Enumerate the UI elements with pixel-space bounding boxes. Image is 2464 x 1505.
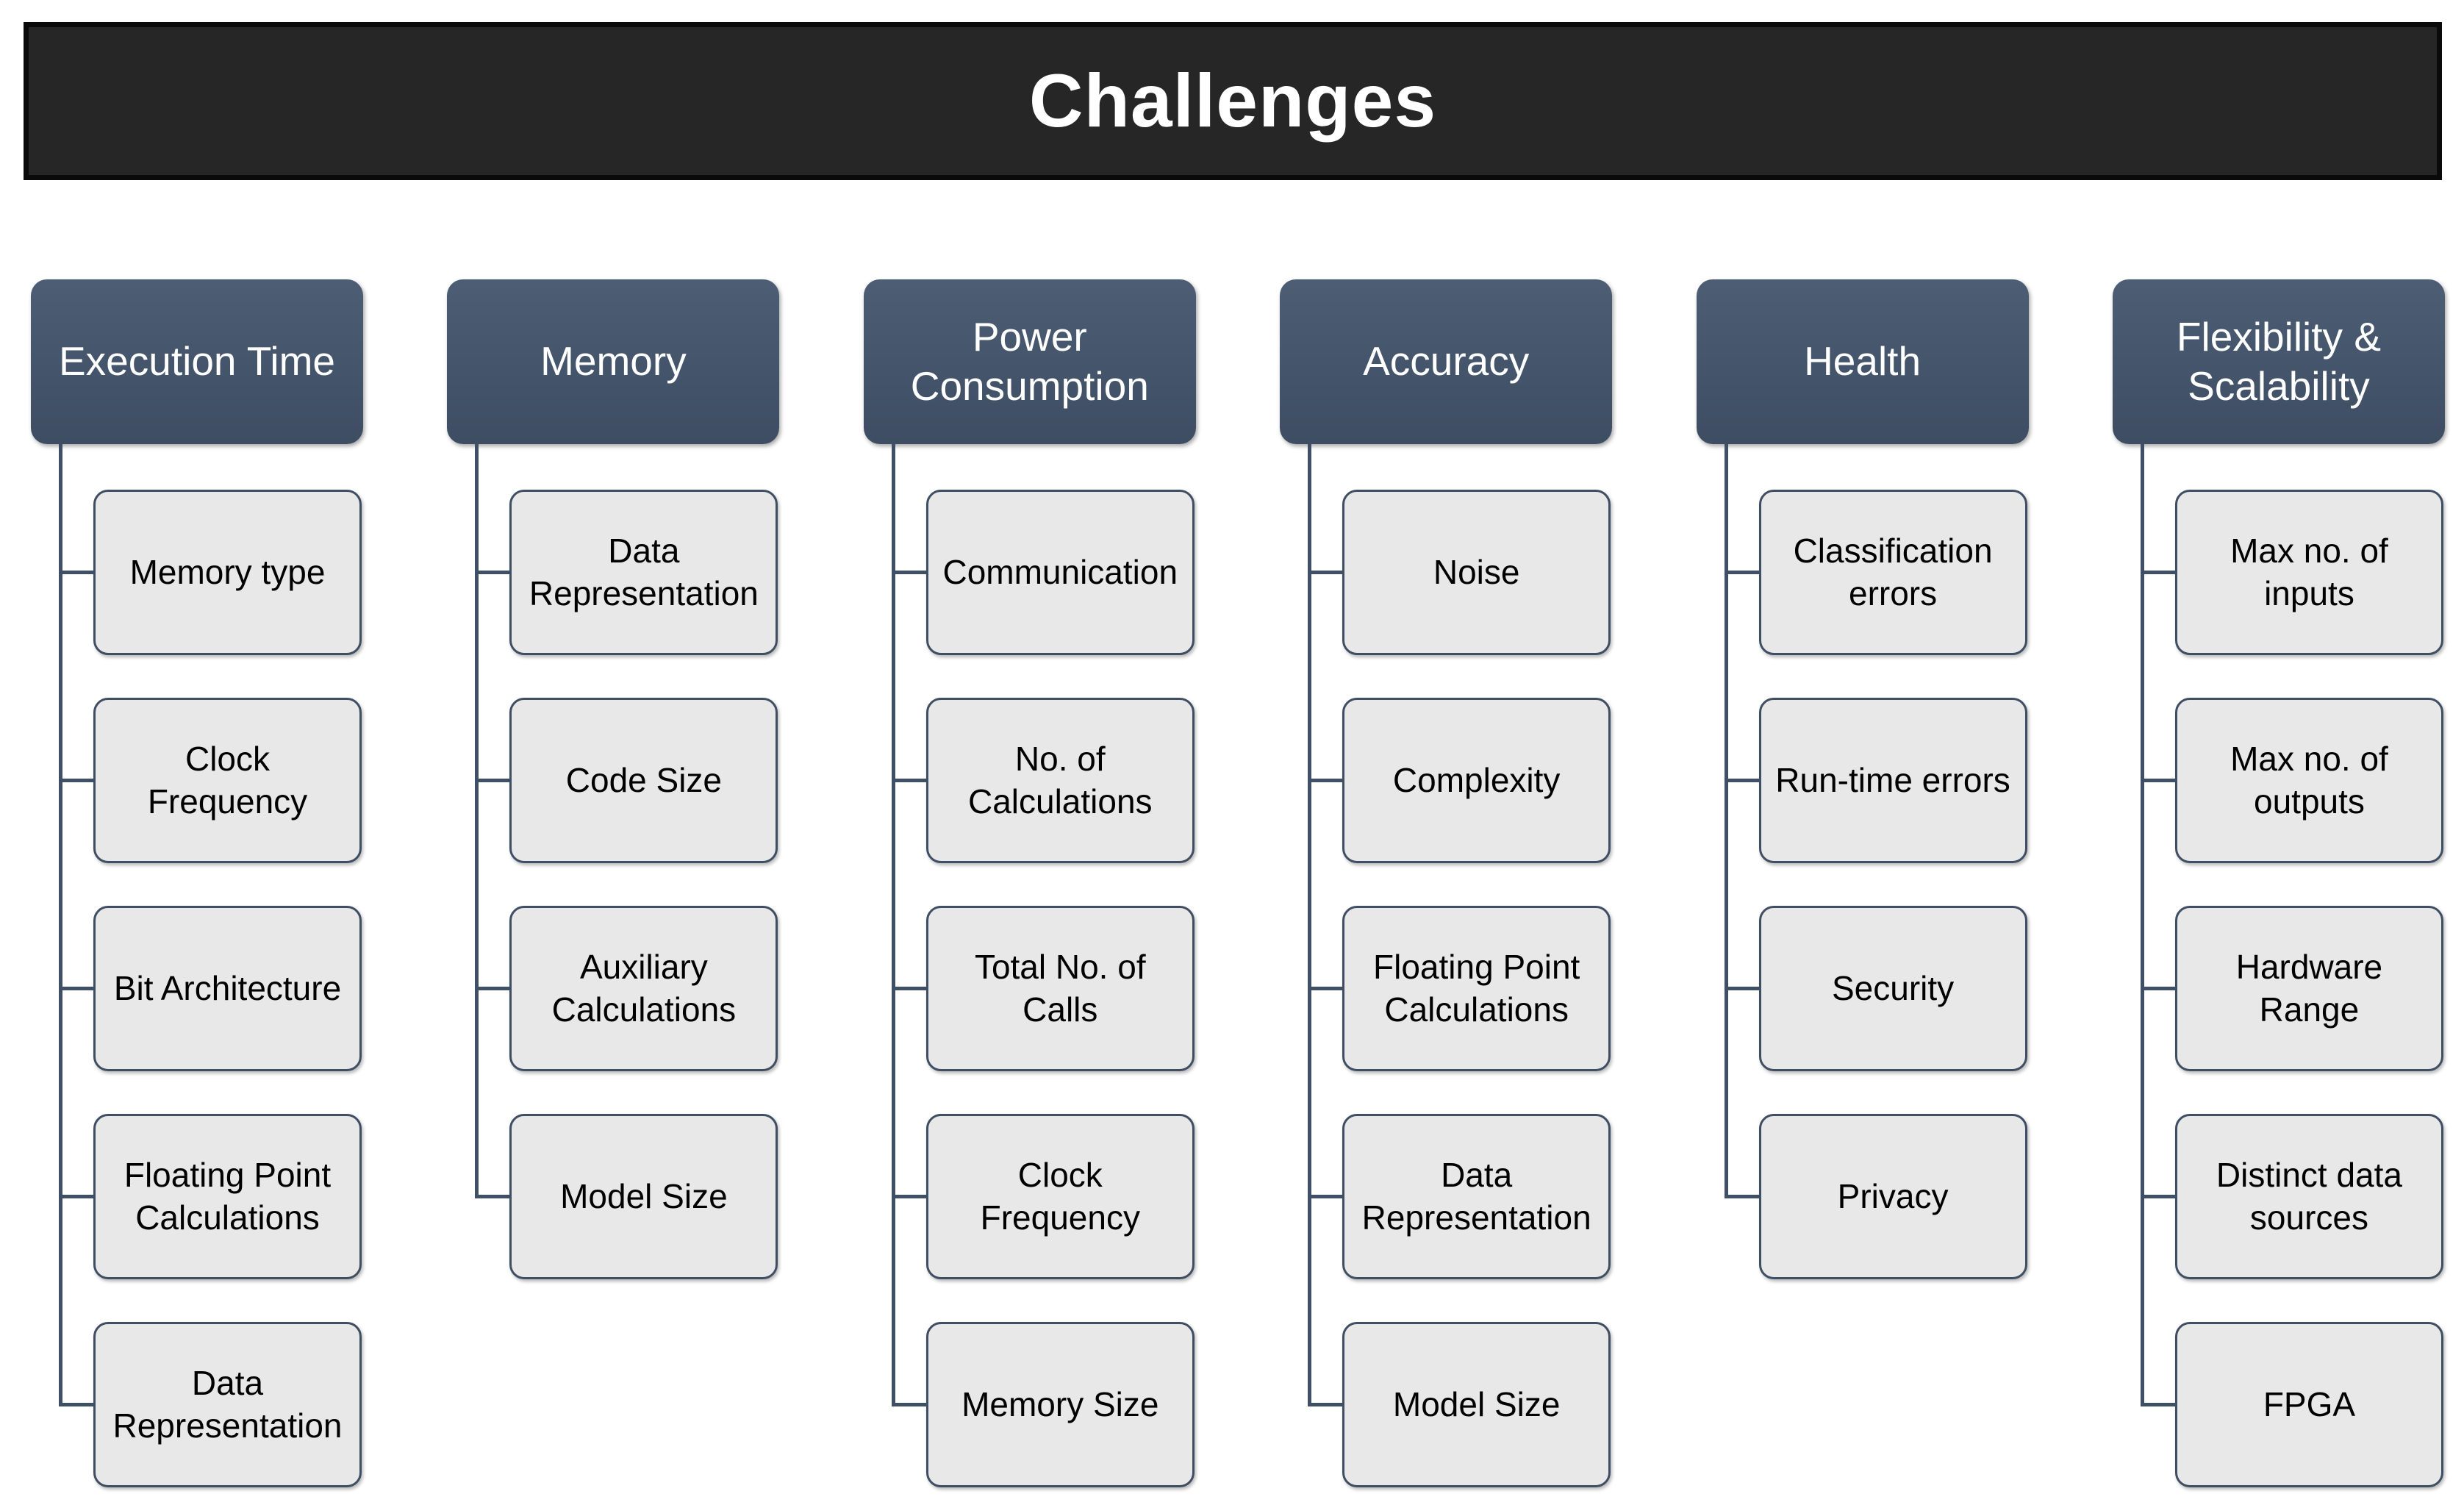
child-node: Memory type <box>59 490 362 655</box>
child-node-label: Data Representation <box>112 1364 343 1445</box>
column-header: Flexibility & Scalability <box>2112 279 2445 444</box>
column-children: Max no. of inputs Max no. of outputs Har… <box>2113 490 2445 1487</box>
column-header: Execution Time <box>31 279 363 444</box>
connector-trunk <box>2140 444 2144 1404</box>
child-node: Auxiliary Calculations <box>475 906 778 1071</box>
child-node-label: Classification errors <box>1793 532 1993 612</box>
child-node-label: Model Size <box>560 1176 728 1215</box>
child-node: Security <box>1724 906 2027 1071</box>
child-node: Clock Frequency <box>891 1114 1195 1279</box>
connector-trunk <box>475 444 479 1196</box>
child-node-label: Data Representation <box>1361 1156 1591 1237</box>
column-header: Memory <box>447 279 780 444</box>
child-node-label: Total No. of Calls <box>974 948 1146 1029</box>
column-children: Classification errors Run-time errors Se… <box>1697 490 2029 1279</box>
child-node: No. of Calculations <box>891 698 1195 863</box>
child-node: Floating Point Calculations <box>59 1114 362 1279</box>
column-memory: Memory Data Representation Code Size Aux… <box>447 279 780 1487</box>
column-header-label: Memory <box>540 338 687 385</box>
child-node-label: Clock Frequency <box>147 740 308 821</box>
challenges-diagram: Execution Time Memory type Clock Frequen… <box>31 279 2445 1487</box>
child-node: Max no. of outputs <box>2140 698 2443 863</box>
child-node-label: Memory Size <box>961 1384 1159 1423</box>
child-node: Data Representation <box>1308 1114 1611 1279</box>
child-node-label: Auxiliary Calculations <box>551 948 737 1029</box>
child-node-label: No. of Calculations <box>967 740 1153 821</box>
child-node: Noise <box>1308 490 1611 655</box>
title-banner: Challenges <box>24 22 2442 180</box>
child-node-label: Code Size <box>565 760 722 799</box>
column-accuracy: Accuracy Noise Complexity Floating Point… <box>1280 279 1613 1487</box>
child-node: Clock Frequency <box>59 698 362 863</box>
column-execution-time: Execution Time Memory type Clock Frequen… <box>31 279 363 1487</box>
column-header-label: Execution Time <box>58 338 335 385</box>
child-node: Communication <box>891 490 1195 655</box>
child-node: Hardware Range <box>2140 906 2443 1071</box>
child-node: Distinct data sources <box>2140 1114 2443 1279</box>
child-node-label: Floating Point Calculations <box>1373 948 1580 1029</box>
child-node-label: Model Size <box>1392 1384 1561 1423</box>
child-node: Model Size <box>475 1114 778 1279</box>
child-node-label: Hardware Range <box>2235 948 2383 1029</box>
child-node-label: Bit Architecture <box>113 968 342 1007</box>
page-title: Challenges <box>1028 59 1437 143</box>
child-node-label: Privacy <box>1837 1176 1949 1215</box>
child-node: Bit Architecture <box>59 906 362 1071</box>
column-children: Noise Complexity Floating Point Calculat… <box>1280 490 1612 1487</box>
child-node-label: Max no. of inputs <box>2230 532 2388 612</box>
child-node: Floating Point Calculations <box>1308 906 1611 1071</box>
column-header-label: Power Consumption <box>910 313 1149 409</box>
child-node-label: Memory type <box>129 552 326 591</box>
column-header: Power Consumption <box>863 279 1196 444</box>
column-children: Data Representation Code Size Auxiliary … <box>447 490 779 1279</box>
connector-trunk <box>1724 444 1728 1196</box>
child-node: Data Representation <box>475 490 778 655</box>
column-power-consumption: Power Consumption Communication No. of C… <box>863 279 1196 1487</box>
child-node-label: Data Representation <box>529 532 759 612</box>
child-node-label: Max no. of outputs <box>2230 740 2388 821</box>
child-node: Total No. of Calls <box>891 906 1195 1071</box>
child-node-label: Distinct data sources <box>2216 1156 2403 1237</box>
child-node: Model Size <box>1308 1322 1611 1487</box>
child-node: FPGA <box>2140 1322 2443 1487</box>
column-header-label: Health <box>1804 338 1922 385</box>
child-node-label: Floating Point Calculations <box>123 1156 332 1237</box>
connector-trunk <box>891 444 895 1404</box>
child-node: Complexity <box>1308 698 1611 863</box>
child-node: Max no. of inputs <box>2140 490 2443 655</box>
column-health: Health Classification errors Run-time er… <box>1696 279 2029 1487</box>
child-node-label: FPGA <box>2263 1384 2356 1423</box>
column-header: Accuracy <box>1280 279 1613 444</box>
child-node-label: Run-time errors <box>1775 760 2010 799</box>
child-node-label: Communication <box>942 552 1178 591</box>
child-node: Classification errors <box>1724 490 2027 655</box>
column-children: Communication No. of Calculations Total … <box>864 490 1196 1487</box>
column-children: Memory type Clock Frequency Bit Architec… <box>31 490 363 1487</box>
connector-trunk <box>1308 444 1312 1404</box>
child-node-label: Clock Frequency <box>980 1156 1140 1237</box>
column-header-label: Accuracy <box>1363 338 1530 385</box>
column-header: Health <box>1696 279 2029 444</box>
child-node: Code Size <box>475 698 778 863</box>
child-node: Run-time errors <box>1724 698 2027 863</box>
child-node-label: Complexity <box>1392 760 1561 799</box>
connector-trunk <box>59 444 62 1404</box>
column-header-label: Flexibility & Scalability <box>2176 313 2382 409</box>
child-node-label: Noise <box>1433 552 1520 591</box>
child-node: Privacy <box>1724 1114 2027 1279</box>
child-node-label: Security <box>1831 968 1955 1007</box>
child-node: Data Representation <box>59 1322 362 1487</box>
child-node: Memory Size <box>891 1322 1195 1487</box>
column-flexibility-scalability: Flexibility & Scalability Max no. of inp… <box>2112 279 2445 1487</box>
